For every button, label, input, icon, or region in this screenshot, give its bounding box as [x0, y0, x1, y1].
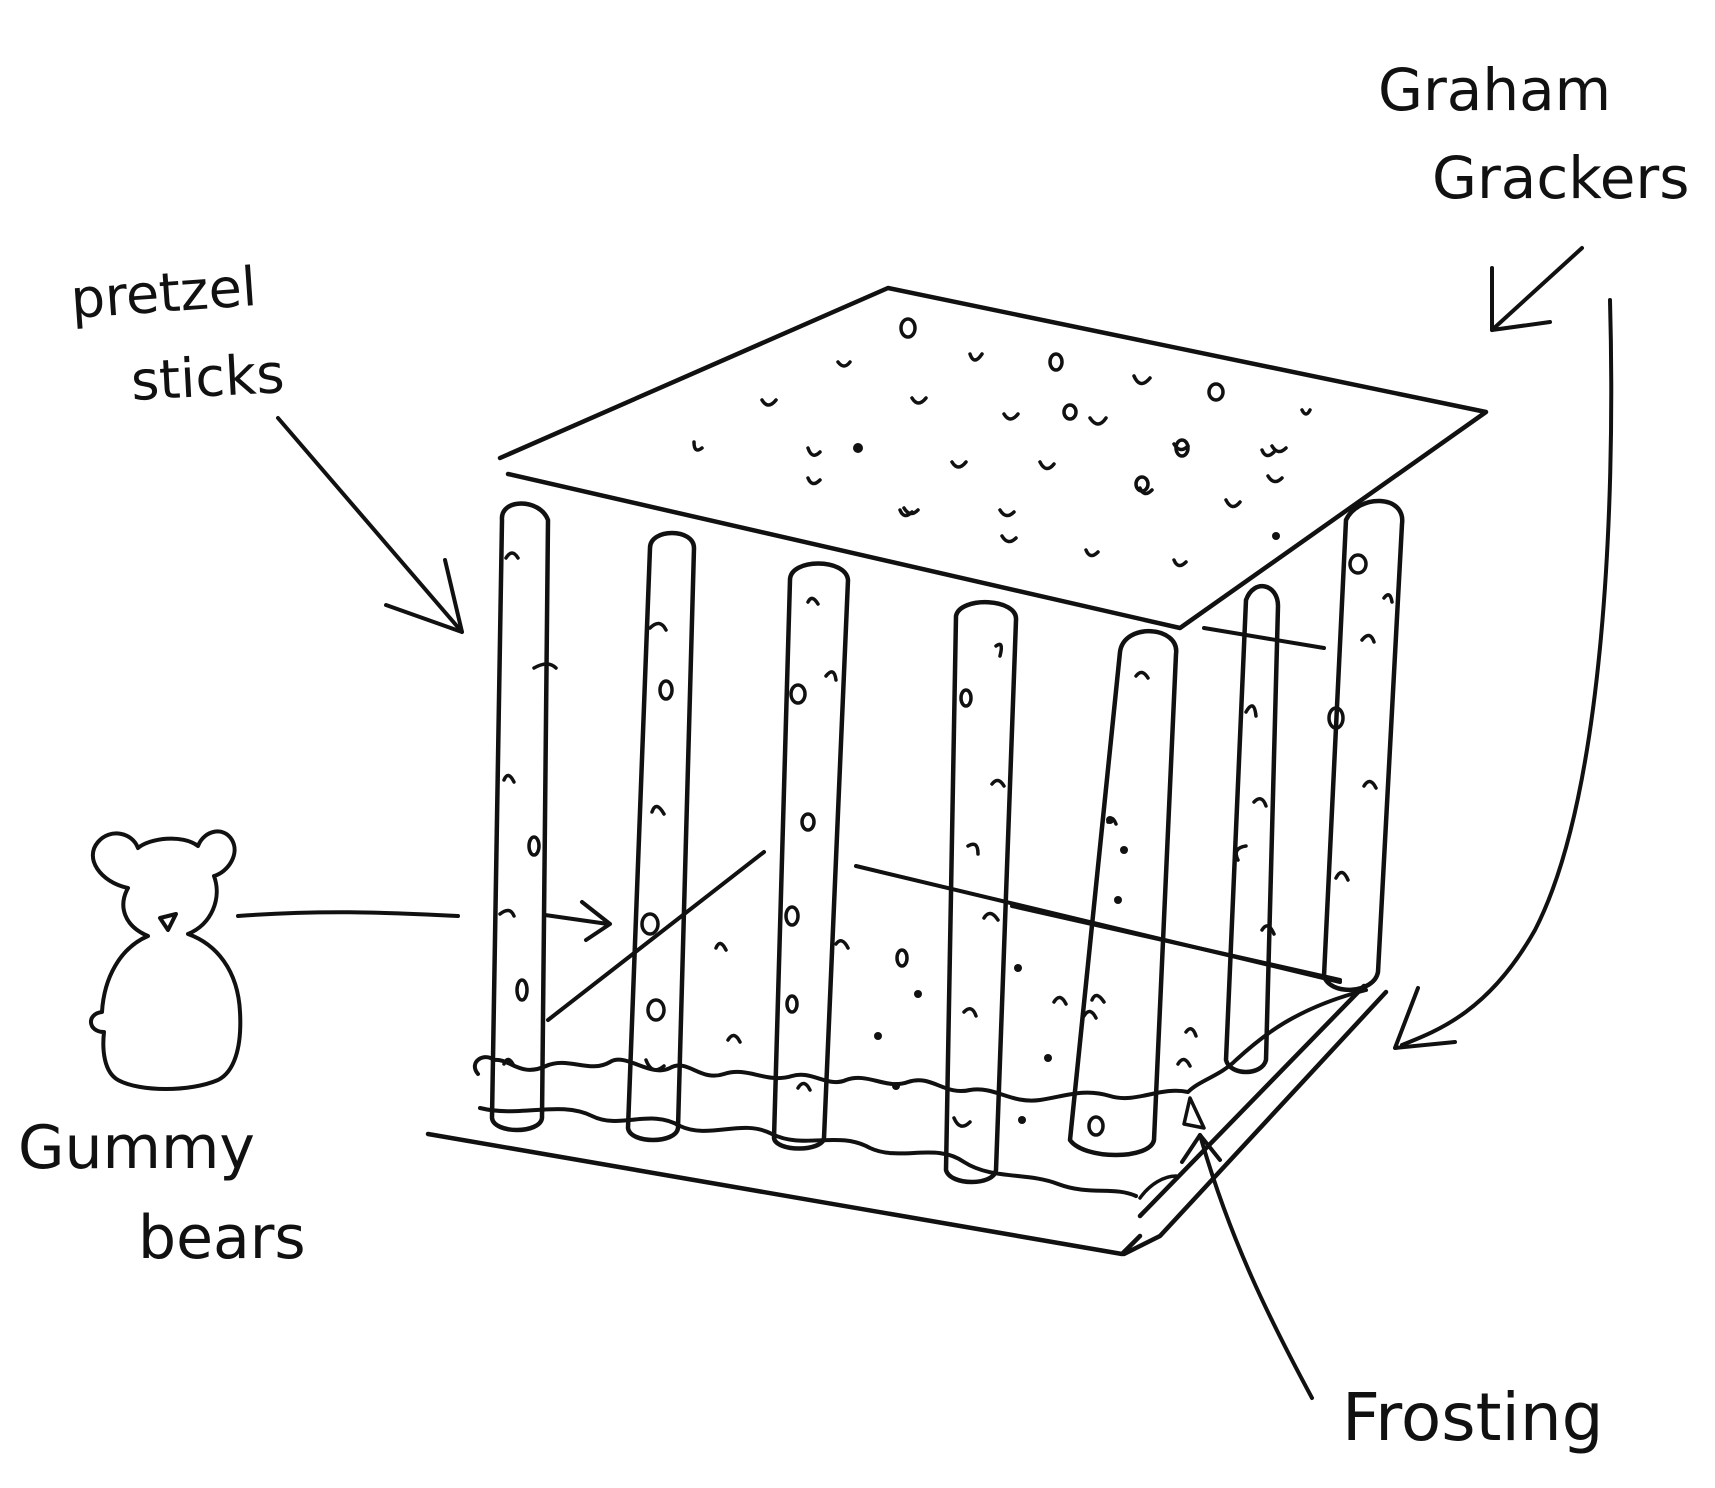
label-gummy-line2: bears — [138, 1203, 306, 1273]
pretzel-stick — [1067, 628, 1179, 1158]
label-gummy-line1: Gummy — [18, 1113, 255, 1183]
pretzel-stick — [943, 599, 1019, 1185]
arrow-gummy — [236, 900, 612, 942]
label-pretzel-line1: pretzel — [69, 255, 259, 331]
graham-cracker-top — [497, 285, 1489, 631]
arrow-graham-bottom — [1393, 298, 1614, 1050]
label-pretzel-sticks: pretzel sticks — [69, 255, 286, 413]
pretzel-sticks — [489, 498, 1405, 1185]
gummy-bear-icon — [89, 829, 243, 1091]
pretzel-stick — [771, 561, 851, 1151]
arrow-graham-top — [1490, 246, 1584, 332]
label-frosting: Frosting — [1342, 1379, 1604, 1456]
frosting-layer — [472, 988, 1368, 1200]
pretzel-stick — [1321, 498, 1405, 992]
arrow-frosting — [1180, 1133, 1314, 1400]
label-graham-crackers: Graham Grackers — [1378, 56, 1690, 212]
pretzel-stick — [625, 530, 697, 1143]
pretzel-stick — [489, 501, 558, 1133]
pretzel-stick — [1223, 583, 1281, 1075]
label-gummy-bears: Gummy bears — [18, 1113, 306, 1273]
label-graham-line1: Graham — [1378, 56, 1611, 124]
arrow-pretzel — [276, 416, 464, 634]
label-graham-line2: Grackers — [1432, 144, 1690, 212]
cracker-docking-holes — [692, 317, 1312, 568]
label-pretzel-line2: sticks — [129, 342, 285, 413]
frame-lines — [546, 626, 1342, 1022]
graham-cracker-bottom — [425, 983, 1389, 1257]
sticks-speckles — [714, 816, 1198, 1124]
